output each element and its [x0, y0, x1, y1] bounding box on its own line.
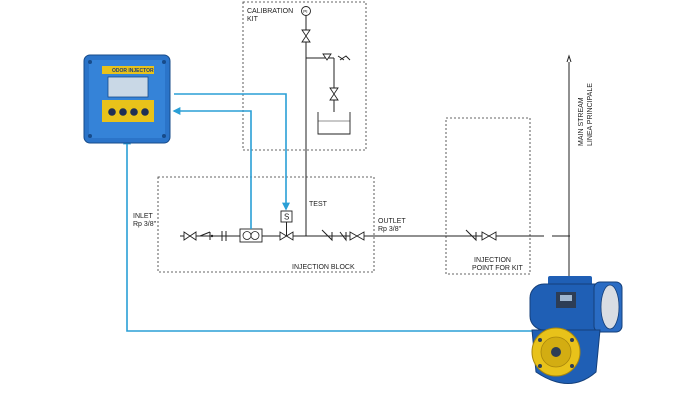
injection-point-box	[445, 117, 531, 275]
main-stream-label-line2: LINEA PRINCIPALE	[587, 83, 594, 146]
signal-line-meter	[123, 136, 540, 332]
kit-ball-valve-icon	[481, 231, 497, 241]
tank-icon	[317, 112, 351, 135]
calibration-kit-label-line1: CALIBRATION	[247, 8, 293, 15]
controller-unit: ODOR INJECTOR	[83, 54, 171, 144]
injection-point-label-line1: INJECTION	[474, 257, 511, 264]
svg-text:S: S	[284, 213, 289, 222]
outlet-check-valve-icon	[339, 231, 347, 242]
calibration-kit-box	[242, 1, 367, 151]
relief-valve-icon	[322, 53, 351, 66]
odorizer-pump-icon	[529, 276, 623, 384]
signal-line-solenoid	[174, 93, 290, 211]
main-stream-pipe	[566, 54, 572, 290]
outlet-ball-valve-icon	[349, 231, 365, 241]
svg-text:PI: PI	[303, 9, 307, 14]
injection-point-label-line2: POINT FOR KIT	[472, 265, 524, 272]
inlet-check-valve-icon	[199, 231, 214, 240]
outlet-label-line2: Rp 3/8"	[378, 226, 402, 233]
inlet-label-line2: Rp 3/8"	[133, 221, 157, 228]
ball-valve-icon	[301, 29, 311, 43]
svg-text:ODOR INJECTOR: ODOR INJECTOR	[112, 68, 154, 74]
kit-check-valve-icon	[465, 229, 477, 242]
inlet-label-line1: INLET	[133, 213, 154, 220]
calibration-kit-label-line2: KIT	[247, 16, 259, 23]
outlet-label-line1: OUTLET	[378, 218, 406, 225]
signal-line-flowmeter	[172, 107, 252, 229]
test-label: TEST	[309, 201, 328, 208]
inlet-ball-valve-icon	[183, 231, 197, 241]
injection-block-box	[157, 176, 375, 273]
pressure-gauge-icon: PI	[301, 6, 311, 16]
flow-meter-icon	[239, 228, 263, 243]
tank-valve-icon	[329, 87, 339, 101]
main-stream-label-line1: MAIN STREAM	[578, 97, 585, 146]
solenoid-valve-icon: S	[279, 210, 294, 241]
injection-block-label: INJECTION BLOCK	[292, 264, 355, 271]
test-check-valve-icon	[321, 229, 333, 242]
